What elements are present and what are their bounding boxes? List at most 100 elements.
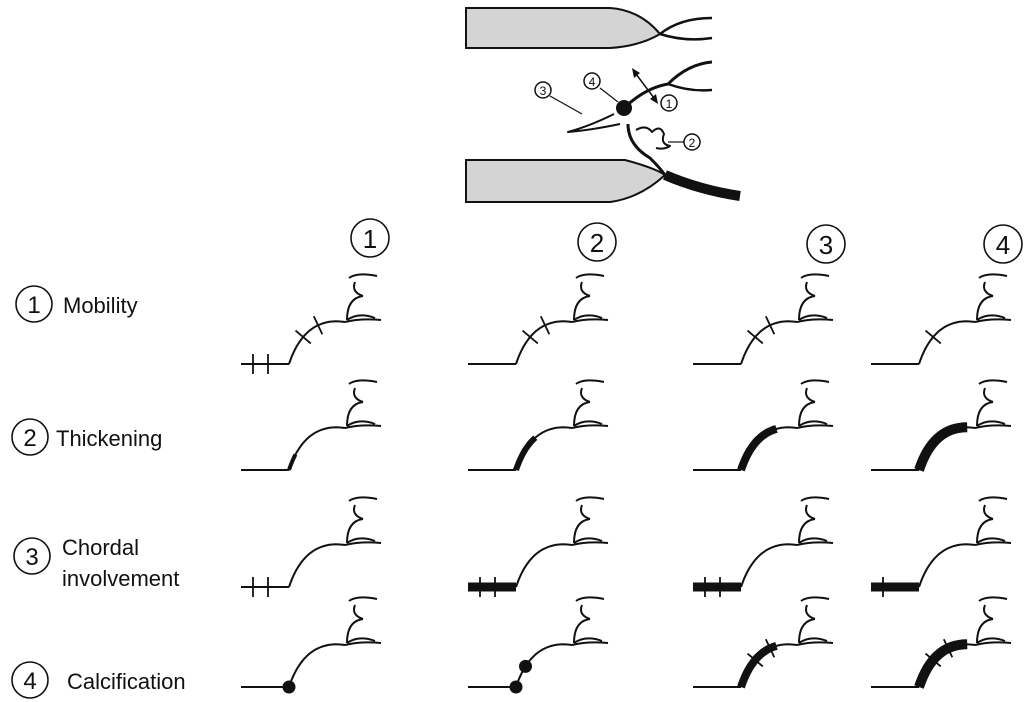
row-number-2: 2 [23,425,36,452]
cell-r1-g1-leaflet [288,320,346,365]
cell-r3-g1-leaflet-tip [344,541,382,546]
cell-r4-g1-cusp [346,618,376,644]
cell-r1-g2-leaflet-tick-1 [521,329,539,345]
grade-headers: 1 2 3 4 [350,218,1023,264]
cell-r2-g2-cusp-hook [575,379,605,403]
cell-r4-g3-leaflet-tip [796,641,834,646]
cell-r3-g2-leaflet-tip [571,541,609,546]
cell-r4-g4-cusp [976,618,1006,644]
cell-r1-g2-cusp-hook [575,273,605,297]
svg-text:3: 3 [819,230,833,260]
arrowhead-bottom [650,94,658,104]
valve-glyph-grid [241,273,1012,694]
cell-r4-g1-calcification-nodule-1 [282,680,296,694]
cell-r4-g2-leaflet [515,643,573,688]
cell-r2-g1-leaflet [288,426,346,471]
free-leaflet-edge [567,113,621,133]
upper-tissue-band [465,7,662,49]
cell-r4-g3-leaflet-tick-1 [746,652,764,668]
cell-r3-g1-cusp-hook [348,496,378,520]
cell-r1-g4-leaflet [918,320,976,365]
callout-3-leader [549,95,583,115]
row-number-1: 1 [27,292,40,319]
lower-tissue-band [465,159,667,203]
cell-r1-g3-leaflet [740,320,798,365]
row-label-chordal: 3 Chordal involvement [13,535,179,591]
cell-r3-g3 [693,496,834,597]
cell-r1-g4 [871,273,1012,365]
cell-r4-g3-cusp [798,618,828,644]
grade-header-1: 1 [350,218,390,258]
cell-r1-g3-leaflet-tick-2 [764,315,776,335]
cell-r4-g4-thickened-leaflet [914,639,968,689]
cell-r2-g3-cusp-hook [800,379,830,403]
row-labels: 1 Mobility 2 Thickening 3 Chordal involv… [11,285,186,699]
cell-r3-g3-leaflet-tip [796,541,834,546]
cell-r1-g4-leaflet-tick-1 [924,329,942,345]
cell-r4-g3-cusp-hook [800,596,830,620]
cell-r1-g1-leaflet-tick-1 [294,329,312,345]
cell-r2-g2-cusp [573,401,603,427]
row-name-chordal-line2: involvement [62,566,179,591]
cell-r1-g3-cusp [798,295,828,321]
cell-r3-g4-leaflet-tip [974,541,1012,546]
cell-r1-g1-leaflet-tip [344,318,382,323]
cell-r4-g1 [241,596,382,694]
cell-r2-g2-leaflet-tip [571,424,609,429]
cell-r1-g1-cusp-hook [348,273,378,297]
cell-r4-g2-cusp-hook [575,596,605,620]
cell-r2-g1 [241,379,382,471]
cell-r4-g3-leaflet-tick-2 [764,638,776,658]
valve-inset-illustration: 1 2 3 4 [465,7,741,203]
calcified-nodule [616,100,632,116]
cell-r3-g4-cusp [976,518,1006,544]
cell-r1-g3-cusp-hook [800,273,830,297]
mobility-double-arrow [635,73,655,99]
cell-r3-g2-cusp [573,518,603,544]
cell-r1-g2-leaflet-tick-2 [539,315,551,335]
cell-r4-g1-leaflet [288,643,346,688]
inset-callout-2: 2 [689,136,696,150]
cell-r4-g2 [468,596,609,694]
row-number-4: 4 [23,668,36,695]
cell-r2-g4 [871,379,1012,472]
inset-callout-2-circle [683,133,701,151]
row-name-calcification: Calcification [67,669,186,694]
svg-text:4: 4 [996,230,1010,260]
cell-r3-g3-leaflet [740,543,798,588]
cell-r1-g2-leaflet-tip [571,318,609,323]
cell-r3-g3-cusp-hook [800,496,830,520]
cell-r3-g4-cusp-hook [978,496,1008,520]
cell-r1-g2-cusp [573,295,603,321]
cell-r4-g2-cusp [573,618,603,644]
cell-r4-g1-leaflet-tip [344,641,382,646]
cell-r1-g3 [693,273,834,365]
row-number-3: 3 [25,544,38,571]
cell-r3-g1-cusp [346,518,376,544]
thickened-chord [626,123,667,176]
cell-r2-g3-cusp [798,401,828,427]
svg-text:1: 1 [363,224,377,254]
cell-r1-g1-cusp [346,295,376,321]
cell-r3-g1 [241,496,382,597]
cell-r3-g4-leaflet [918,543,976,588]
row-label-thickening: 2 Thickening [11,418,162,456]
row-name-thickening: Thickening [56,426,162,451]
row-name-mobility: Mobility [63,293,138,318]
cell-r4-g2-calcification-nodule-2 [519,659,532,673]
cell-r2-g4-leaflet-tip [974,424,1012,429]
mobile-leaflet-branch [667,82,713,92]
upper-leaflet-branch-b [659,32,713,41]
inset-callout-4: 4 [589,75,596,89]
cell-r4-g4-cusp-hook [978,596,1008,620]
cell-r3-g1-leaflet [288,543,346,588]
cell-r1-g1-leaflet-tick-2 [312,315,324,335]
cell-r2-g4-cusp-hook [978,379,1008,403]
upper-leaflet-branch-a [659,16,713,35]
cell-r2-g3-thickened-leaflet [737,425,778,472]
cell-r4-g2-calcification-nodule-1 [509,680,523,694]
cell-r3-g4 [871,496,1012,597]
inset-callout-1: 1 [666,97,673,111]
cell-r4-g2-leaflet-tip [571,641,609,646]
